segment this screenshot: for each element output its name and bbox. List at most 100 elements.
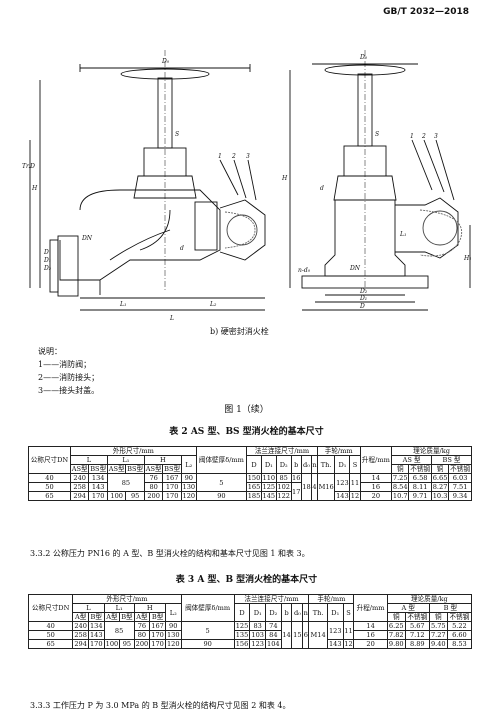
- table-cell: 102: [275, 482, 292, 492]
- table-cell: 7.25: [391, 473, 410, 483]
- table3-header-flange: 法兰连接尺寸/mm: [233, 594, 310, 604]
- table2-sub: BS型: [162, 464, 182, 474]
- table-cell: 90: [180, 473, 197, 483]
- table3-sub: A型: [133, 612, 151, 622]
- table-row: 50 258 143 80 170 130 135 103 84 16 7.82…: [27, 630, 473, 640]
- table-cell: 12: [342, 639, 355, 649]
- table2-header-outer: 外形尺寸/mm: [69, 446, 197, 456]
- left-label-D0: D₀: [161, 58, 170, 65]
- table-cell: 258: [69, 482, 90, 492]
- table-cell: 9.71: [408, 491, 432, 501]
- table-cell: 50: [28, 482, 71, 492]
- table3-col-A: A 型: [386, 603, 430, 613]
- table2-col-D: D: [246, 455, 262, 474]
- table-cell: M16: [316, 473, 336, 501]
- table-cell: 90: [164, 621, 182, 631]
- valve-drawings: D₀ H S Tr.D D D₁ D₂ DN d L L₁ L₂ 1 2 3 D…: [22, 50, 472, 322]
- table-cell: 7.27: [428, 630, 448, 640]
- table-cell: 156: [233, 639, 251, 649]
- table-cell: 120: [164, 639, 182, 649]
- table2-header-mass: 理论质量/kg: [391, 446, 472, 456]
- left-label-L: L: [169, 315, 174, 322]
- table2-sub: AS型: [143, 464, 164, 474]
- table-cell: 6.65: [430, 473, 450, 483]
- table2-col-L1: L₁: [106, 455, 145, 465]
- table-cell: 294: [69, 491, 90, 501]
- table-cell: 125: [233, 621, 251, 631]
- right-label-S: S: [375, 131, 379, 138]
- table2-col-D1: D₁: [260, 455, 277, 474]
- table-cell: 76: [133, 621, 151, 631]
- left-callout-1: 1: [218, 153, 222, 160]
- left-label-DN: DN: [81, 235, 93, 242]
- table-cell: 11: [342, 621, 355, 640]
- table-cell: 258: [72, 630, 89, 640]
- left-label-d: d: [180, 245, 184, 252]
- table-cell: 6.58: [408, 473, 432, 483]
- table-cell: 240: [69, 473, 90, 483]
- table-cell: 145: [260, 491, 277, 501]
- table-cell: 17: [290, 482, 302, 501]
- right-callout-2: 2: [421, 133, 426, 140]
- table-cell: 170: [162, 491, 182, 501]
- table-cell: 12: [349, 491, 361, 501]
- table-cell: 74: [265, 621, 282, 631]
- table3-sub: B型: [87, 612, 105, 622]
- table2-sub: 铜: [430, 464, 450, 474]
- note-item: 3——接头封盖。: [38, 386, 100, 395]
- table-cell: 14: [359, 473, 393, 483]
- left-callout-3: 3: [246, 153, 250, 160]
- table3-col-b: b: [280, 603, 293, 622]
- table-cell: 170: [149, 630, 166, 640]
- table-cell: 6.25: [386, 621, 406, 631]
- table3-header-lift: 升程/mm: [353, 594, 388, 622]
- table2-col-BS: BS 型: [431, 455, 472, 465]
- table2: 公称尺寸DN 外形尺寸/mm 阀体壁厚δ/mm 法兰连接尺寸/mm 手轮/mm …: [28, 446, 472, 501]
- table-cell: 123: [249, 639, 266, 649]
- table-cell: 10.7: [391, 491, 410, 501]
- table-cell: 20: [353, 639, 388, 649]
- table-cell: 103: [249, 630, 266, 640]
- right-callout-3: 3: [434, 133, 438, 140]
- right-label-D2: D₂: [359, 288, 368, 295]
- table-cell: 83: [249, 621, 266, 631]
- table2-sub: 不锈钢: [448, 464, 472, 474]
- table3-sub: A型: [72, 612, 89, 622]
- table2-sub: BS型: [88, 464, 108, 474]
- table-cell: 130: [164, 630, 182, 640]
- table-cell: 76: [143, 473, 164, 483]
- table-cell: 170: [162, 482, 182, 492]
- table-cell: 100: [103, 639, 121, 649]
- left-label-D: D: [43, 249, 49, 256]
- right-valve-drawing: [289, 50, 471, 311]
- right-label-D1: D₁: [359, 295, 367, 302]
- table-row: 40 240 134 85 76 167 90 5 125 83 74 14 1…: [27, 621, 473, 649]
- table-cell: 14: [280, 621, 293, 649]
- table2-col-Th: Th.: [316, 455, 336, 474]
- table-cell: 122: [275, 491, 292, 501]
- paragraph-3-3-2: 3.3.2 公称压力 PN16 的 A 型、B 型消火栓的结构和基本尺寸见图 1…: [30, 549, 310, 558]
- table3-header-body: 阀体壁厚δ/mm: [180, 594, 235, 622]
- table-cell: 15: [291, 621, 304, 649]
- table-cell: 5: [180, 621, 235, 640]
- table-cell: 167: [162, 473, 182, 483]
- table-cell: 14: [353, 621, 388, 631]
- table-cell: 80: [143, 482, 164, 492]
- table3-sub: 不锈钢: [404, 612, 430, 622]
- table-cell: 150: [246, 473, 262, 483]
- table-cell: 9.80: [386, 639, 406, 649]
- table2-col-b: b: [290, 455, 302, 474]
- table3-col-D2: D₂: [265, 603, 282, 622]
- figure-title: 图 1（续）: [224, 405, 269, 415]
- table2-sub: AS型: [106, 464, 127, 474]
- table-row: 65 294 170 100 95 200 170 120 90 185 145…: [28, 491, 472, 501]
- table-cell: 11: [349, 473, 361, 492]
- right-label-H1: H₁: [463, 255, 472, 262]
- table-cell: 7.12: [404, 630, 430, 640]
- table3-sub: B型: [149, 612, 166, 622]
- table-cell: 8.54: [391, 482, 410, 492]
- table2-header-flange: 法兰连接尺寸/mm: [246, 446, 318, 456]
- table-cell: 65: [27, 639, 74, 649]
- table3-col-B: B 型: [428, 603, 473, 613]
- table-cell: 294: [72, 639, 89, 649]
